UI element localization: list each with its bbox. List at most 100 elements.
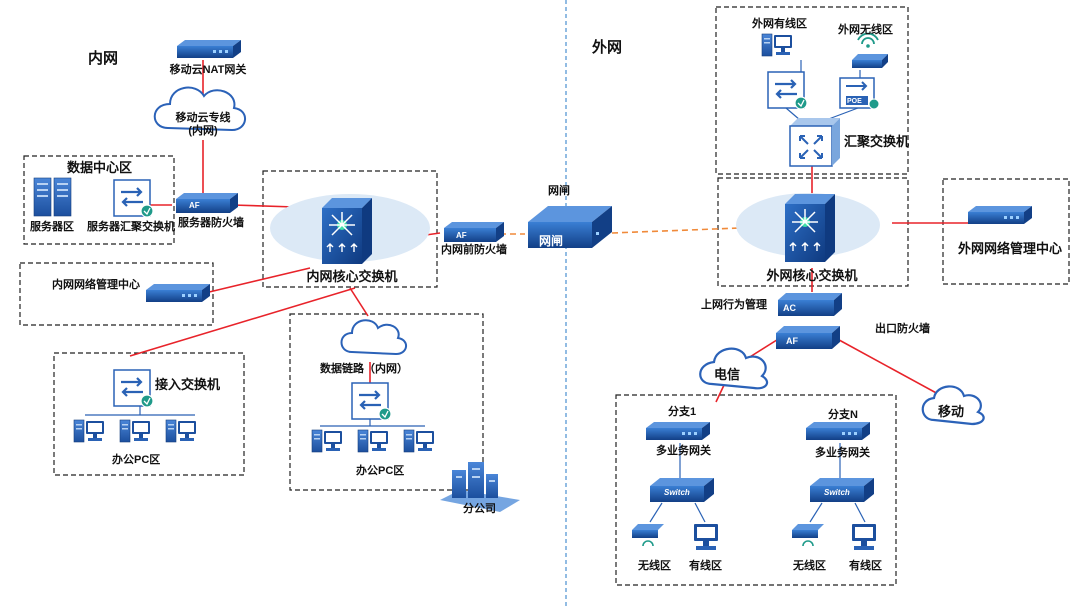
branch1-multi-gateway-device [646, 422, 710, 440]
link-access-core [129, 287, 356, 357]
branchn-switch-text: Switch [824, 488, 850, 497]
link-wired-to-agg [785, 107, 801, 121]
ext-wireless-label: 外网无线区 [838, 24, 893, 36]
link-branch1-switch-ap [649, 502, 663, 523]
data-link-cloud-icon [340, 319, 407, 356]
exit-af-text: AF [786, 336, 798, 346]
poe-switch-icon [839, 77, 880, 110]
poe-text: POE [847, 98, 862, 105]
telecom-cloud-icon [699, 347, 769, 390]
mobile-cloud-line-label: 移动云专线 [175, 112, 231, 124]
blue-links [85, 60, 866, 523]
extranet-core-zone-box [717, 177, 909, 287]
branchn-switch-icon [810, 478, 874, 502]
access-zone-box [53, 352, 245, 476]
server-firewall-label: 服务器防火墙 [178, 217, 244, 229]
link-core-datalink [349, 287, 369, 317]
mobile-label: 移动 [938, 404, 965, 419]
intranet-title: 内网 [88, 50, 119, 67]
office-pc-icon-2 [119, 419, 151, 443]
link-firewall-core [231, 204, 296, 208]
multi-gateway-1-label: 多业务网关 [656, 445, 711, 457]
gatekeeper-top-label: 网闸 [548, 185, 570, 197]
ext-wired-pc-icon [761, 33, 793, 57]
ext-mgmt-label: 外网网络管理中心 [958, 241, 1063, 256]
branchn-pc-icon [852, 524, 876, 550]
link-mgmt-core [204, 267, 311, 294]
ext-mgmt-device [968, 206, 1032, 224]
nat-gateway-label: 移动云NAT网关 [169, 64, 247, 76]
branch-zone-box [615, 394, 897, 586]
office-pc-zone-2-label: 办公PC区 [356, 465, 405, 477]
telecom-label: 电信 [714, 367, 741, 382]
extranet-area-box [715, 6, 909, 175]
mobile-cloud-icon [921, 385, 985, 426]
access-switch-icon [112, 368, 155, 409]
branchn-multi-gateway-device [806, 422, 870, 440]
intranet-core-switch-icon [322, 198, 372, 264]
ext-agg-switch-icon [789, 118, 840, 167]
ext-wired-label: 外网有线区 [752, 18, 807, 30]
office-pc-icon-1 [73, 419, 105, 443]
datacenter-zone-box [23, 155, 175, 245]
mobile-cloud-line-sublabel: (内网) [188, 125, 218, 137]
zone-boxes [19, 6, 1070, 586]
orange-links [500, 227, 741, 235]
link-branchn-switch-ap [809, 502, 823, 523]
server-firewall-af-text: AF [189, 201, 200, 210]
office-pc-icon-5 [357, 429, 389, 453]
link-branchn-switch-pc [854, 502, 866, 523]
branch-company-building-icon [440, 462, 520, 512]
server-agg-switch-icon [112, 178, 155, 219]
gatekeeper-device-text: 网闸 [539, 234, 564, 248]
branchn-ap-icon [792, 524, 824, 547]
link-firewall-mobile [829, 334, 941, 396]
ext-wired-switch-icon [766, 70, 809, 111]
nat-gateway-device [177, 40, 241, 58]
data-link-zone-box [289, 313, 484, 491]
server-rack-icon [33, 177, 72, 217]
extranet-core-switch-icon [785, 194, 835, 262]
multi-gateway-n-label: 多业务网关 [815, 447, 870, 459]
branch1-switch-text: Switch [664, 488, 690, 497]
branch-company-label: 分公司 [463, 503, 496, 515]
branch1-switch-icon [650, 478, 714, 502]
gatekeeper-device [528, 206, 612, 248]
data-link-switch-icon [350, 381, 393, 422]
mobile-cloud-line-icon [153, 86, 246, 132]
server-zone-label: 服务器区 [30, 221, 74, 233]
exit-firewall-device [776, 326, 840, 349]
behavior-mgmt-device [778, 293, 842, 316]
intranet-mgmt-label: 内网网络管理中心 [52, 279, 140, 291]
wireless-n-label: 无线区 [793, 560, 826, 572]
front-firewall-af-text: AF [456, 231, 467, 240]
extranet-mgmt-zone-box [942, 178, 1070, 285]
branch-1-label: 分支1 [668, 406, 697, 418]
wireless-1-label: 无线区 [638, 560, 671, 572]
link-branch1-switch-pc [694, 502, 706, 523]
intranet-core-zone-box [262, 170, 438, 288]
access-switch-label: 接入交换机 [155, 377, 221, 392]
server-firewall-device [176, 193, 238, 213]
extranet-title: 外网 [592, 39, 623, 56]
exit-firewall-label: 出口防火墙 [875, 323, 930, 335]
branch1-pc-icon [694, 524, 718, 550]
intranet-mgmt-device [146, 284, 210, 302]
behavior-mgmt-label: 上网行为管理 [701, 299, 767, 311]
datacenter-title: 数据中心区 [67, 160, 133, 175]
office-pc-icon-6 [403, 429, 435, 453]
wired-1-label: 有线区 [689, 560, 722, 572]
front-firewall-label: 内网前防火墙 [441, 244, 507, 256]
agg-switch-label: 汇聚交换机 [844, 134, 910, 149]
ac-text: AC [783, 303, 796, 313]
branch-n-label: 分支N [828, 409, 858, 421]
branch1-ap-icon [632, 524, 664, 547]
data-link-label: 数据链路（内网） [320, 363, 408, 375]
intranet-core-label: 内网核心交换机 [306, 269, 398, 284]
intranet-mgmt-zone-box [19, 262, 214, 326]
office-pc-icon-4 [311, 429, 343, 453]
office-pc-icon-3 [165, 419, 197, 443]
extranet-core-label: 外网核心交换机 [766, 268, 858, 283]
